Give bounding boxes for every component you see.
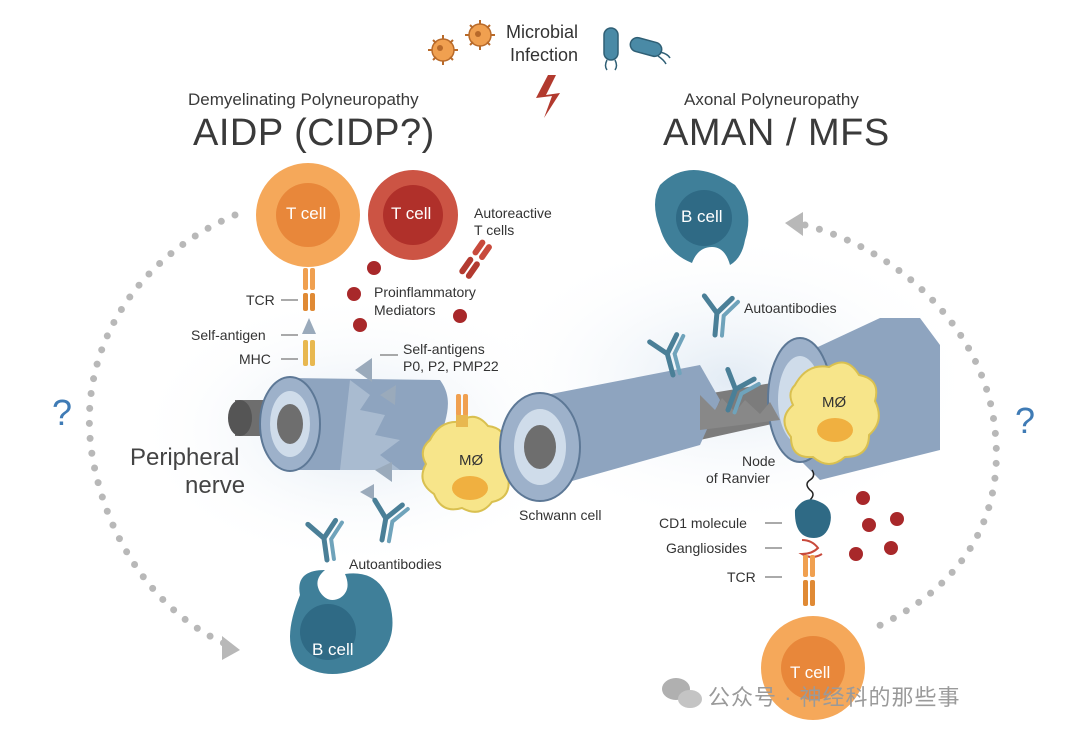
right-leader-lines <box>765 522 782 578</box>
mhc-label: MHC <box>239 351 271 367</box>
self-antigens-label-1: Self-antigens <box>403 341 485 357</box>
right-title: AMAN / MFS <box>663 112 890 154</box>
left-macrophage-label: MØ <box>459 452 484 469</box>
proinflammatory-label-1: Proinflammatory <box>374 284 476 300</box>
watermark-text: 公众号 · 神经科的那些事 <box>708 685 961 710</box>
wechat-icon <box>662 678 702 708</box>
right-macrophage-label: MØ <box>822 394 847 411</box>
antigen-triangle <box>375 462 392 482</box>
left-autoantibodies-label: Autoantibodies <box>349 556 442 572</box>
tcr-label: TCR <box>246 292 275 308</box>
right-question-mark: ? <box>1015 400 1036 441</box>
autoreactive-label-2: T cells <box>474 222 515 238</box>
left-title: AIDP (CIDP?) <box>193 112 435 154</box>
left-cycle-arrowhead <box>222 636 240 660</box>
autoreactive-t-cell <box>368 170 492 279</box>
infection-label-1: Microbial <box>506 22 579 42</box>
left-subtitle: Demyelinating Polyneuropathy <box>188 90 419 109</box>
right-t-cell-label: T cell <box>790 663 831 682</box>
left-t-cell-label: T cell <box>286 204 327 223</box>
cd1-complex <box>794 469 831 606</box>
left-t-cell <box>256 163 360 267</box>
self-antigens-label-2: P0, P2, PMP22 <box>403 358 499 374</box>
right-subtitle: Axonal Polyneuropathy <box>684 90 859 109</box>
left-nerve <box>228 358 448 500</box>
bacterium-icon <box>629 36 671 65</box>
antigen-triangle <box>380 385 396 405</box>
right-macrophage <box>783 361 880 465</box>
peripheral-nerve-label-1: Peripheral <box>130 444 240 471</box>
infection-label-2: Infection <box>510 45 579 65</box>
right-t-cell <box>761 616 865 720</box>
virus-icon <box>428 35 458 65</box>
right-cycle-dots <box>801 221 1000 634</box>
macrophage-receptor <box>456 394 468 427</box>
bacterium-icon <box>603 27 619 71</box>
virus-icon <box>465 20 495 50</box>
self-antigen-label: Self-antigen <box>191 327 266 343</box>
cd1-label: CD1 molecule <box>659 515 747 531</box>
right-tcr-label: TCR <box>727 569 756 585</box>
right-mediators <box>849 491 904 561</box>
right-b-cell <box>655 170 749 265</box>
left-macrophage <box>421 415 515 513</box>
proinflammatory-label-2: Mediators <box>374 302 436 318</box>
left-leader-lines <box>281 299 398 360</box>
antigen-triangle <box>360 484 374 500</box>
gangliosides-label: Gangliosides <box>666 540 747 556</box>
left-b-cell-label: B cell <box>312 640 354 659</box>
tcr-mhc-complex <box>302 268 316 366</box>
left-b-cell <box>290 570 393 674</box>
autoreactive-t-cell-label: T cell <box>391 204 432 223</box>
right-b-cell-label: B cell <box>681 207 723 226</box>
proinflammatory-mediators <box>347 261 467 332</box>
autoreactive-label-1: Autoreactive <box>474 205 552 221</box>
antigen-triangle <box>355 358 372 382</box>
node-label-2: of Ranvier <box>706 470 770 486</box>
right-autoantibodies-label: Autoantibodies <box>744 300 837 316</box>
peripheral-nerve-label-2: nerve <box>185 472 246 499</box>
left-question-mark: ? <box>52 392 73 433</box>
right-cycle-arrowhead <box>785 212 803 236</box>
node-label-1: Node <box>742 453 776 469</box>
lightning-icon <box>536 75 560 118</box>
schwann-cell-label: Schwann cell <box>519 507 602 523</box>
